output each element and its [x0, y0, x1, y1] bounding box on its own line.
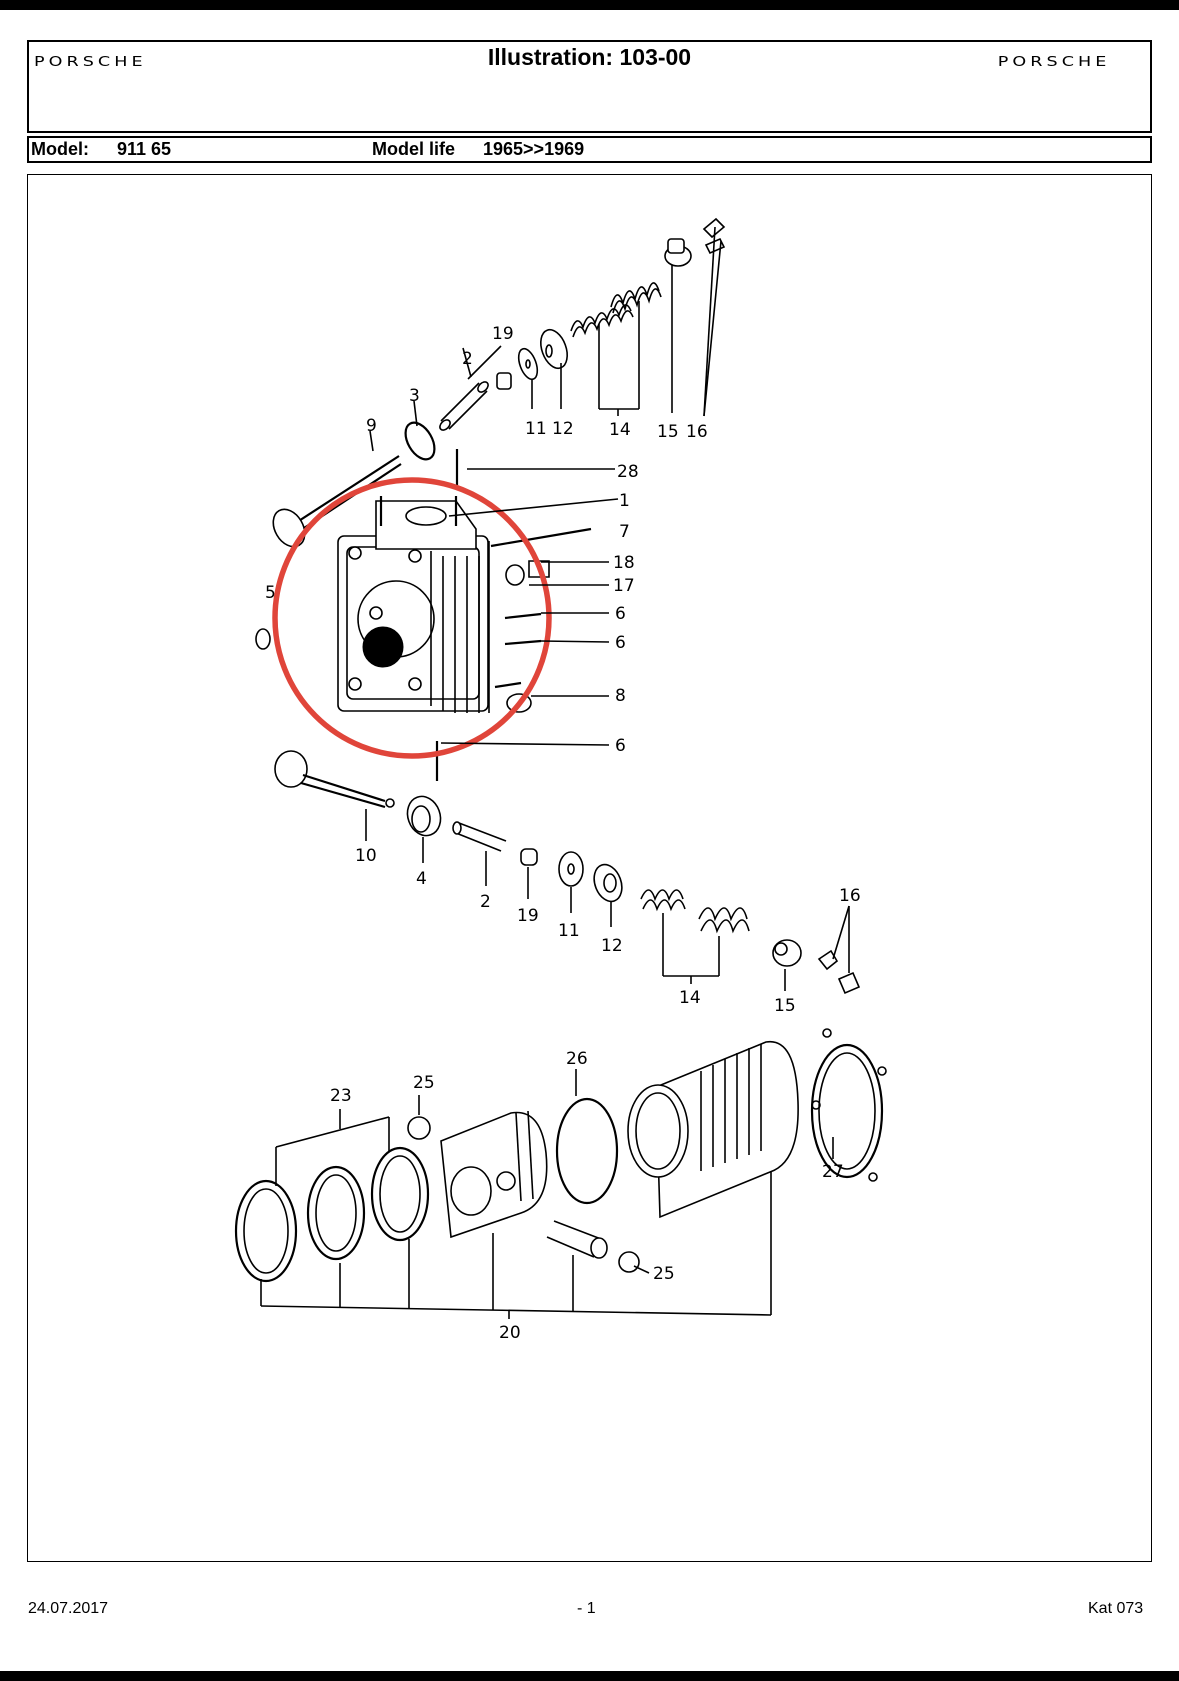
callout-26: 26: [566, 1049, 588, 1069]
model-life-value: 1965>>1969: [483, 139, 585, 159]
cylinder-head-drawing: [337, 449, 490, 713]
callout-27: 27: [822, 1162, 844, 1182]
piston-drawing: [440, 1110, 548, 1239]
callout-7: 7: [619, 522, 630, 542]
callout-5: 5: [265, 583, 276, 603]
exploded-parts-diagram: 19 2 3 9 11 12 14 15 16 28 1 7 18 17 6 6…: [234, 217, 887, 1343]
highlight-circle: [272, 477, 552, 759]
callout-2-upper: 2: [462, 349, 473, 369]
upper-leader-lines: [369, 226, 722, 746]
callout-8: 8: [615, 686, 626, 706]
valve-guide-lower-drawing: [452, 821, 507, 852]
callout-19-upper: 19: [492, 324, 514, 344]
lower-leader-lines: [365, 809, 850, 991]
callout-3: 3: [409, 386, 420, 406]
callout-6-c: 6: [615, 736, 626, 756]
footer-page-number: - 1: [577, 1600, 596, 1617]
valve-springs-upper-drawing: [570, 282, 662, 338]
bottom-border-bar: [0, 1671, 1179, 1681]
valve-guide-upper-drawing: [439, 381, 489, 431]
callout-14-lower: 14: [679, 988, 701, 1008]
callout-15-lower: 15: [774, 996, 796, 1016]
callout-16-lower: 16: [839, 886, 861, 906]
footer-date: 24.07.2017: [28, 1600, 109, 1617]
callout-19-lower: 19: [517, 906, 539, 926]
callout-25-top: 25: [413, 1073, 435, 1093]
callout-17: 17: [613, 576, 635, 596]
callout-16-upper: 16: [686, 422, 708, 442]
callout-12-lower: 12: [601, 936, 623, 956]
piston-rings-drawing: [234, 1116, 431, 1283]
callout-6-b: 6: [615, 633, 626, 653]
page-title: Illustration: 103-00: [487, 44, 692, 70]
model-label: Model:: [31, 139, 89, 159]
seal-ring-26-drawing: [555, 1097, 619, 1205]
brand-logo-right: PORSCHE: [997, 55, 1110, 70]
model-info-row: Model: 911 65 Model life 1965>>1969: [27, 136, 1152, 163]
callout-6-a: 6: [615, 604, 626, 624]
callout-25-bottom: 25: [653, 1264, 675, 1284]
callout-11-upper: 11: [525, 419, 547, 439]
callout-20: 20: [499, 1323, 521, 1343]
illustration-frame: 19 2 3 9 11 12 14 15 16 28 1 7 18 17 6 6…: [27, 174, 1152, 1562]
cylinder-gasket-drawing: [810, 1028, 887, 1182]
model-value: 911 65: [117, 139, 172, 159]
callout-10: 10: [355, 846, 377, 866]
piston-pin-drawing: [546, 1220, 640, 1273]
valve-10-drawing: [274, 750, 395, 809]
callout-4: 4: [416, 869, 427, 889]
footer-catalog: Kat 073: [1088, 1600, 1144, 1617]
callout-15-upper: 15: [657, 422, 679, 442]
cylinder-drawing: [627, 1040, 799, 1219]
callout-28: 28: [617, 462, 639, 482]
callout-9: 9: [366, 416, 377, 436]
valve-springs-lower-drawing: [640, 889, 750, 934]
callout-12-upper: 12: [552, 419, 574, 439]
callout-1: 1: [619, 491, 630, 511]
model-life-label: Model life: [372, 139, 456, 159]
piston-leader-lines: [260, 1069, 834, 1319]
header: PORSCHE Illustration: 103-00 PORSCHE: [27, 40, 1152, 133]
callout-23: 23: [330, 1086, 352, 1106]
brand-logo-left: PORSCHE: [34, 55, 147, 70]
top-border-bar: [0, 0, 1179, 10]
callout-2-lower: 2: [480, 892, 491, 912]
callout-11-lower: 11: [558, 921, 580, 941]
callout-14-upper: 14: [609, 420, 631, 440]
callout-18: 18: [613, 553, 635, 573]
